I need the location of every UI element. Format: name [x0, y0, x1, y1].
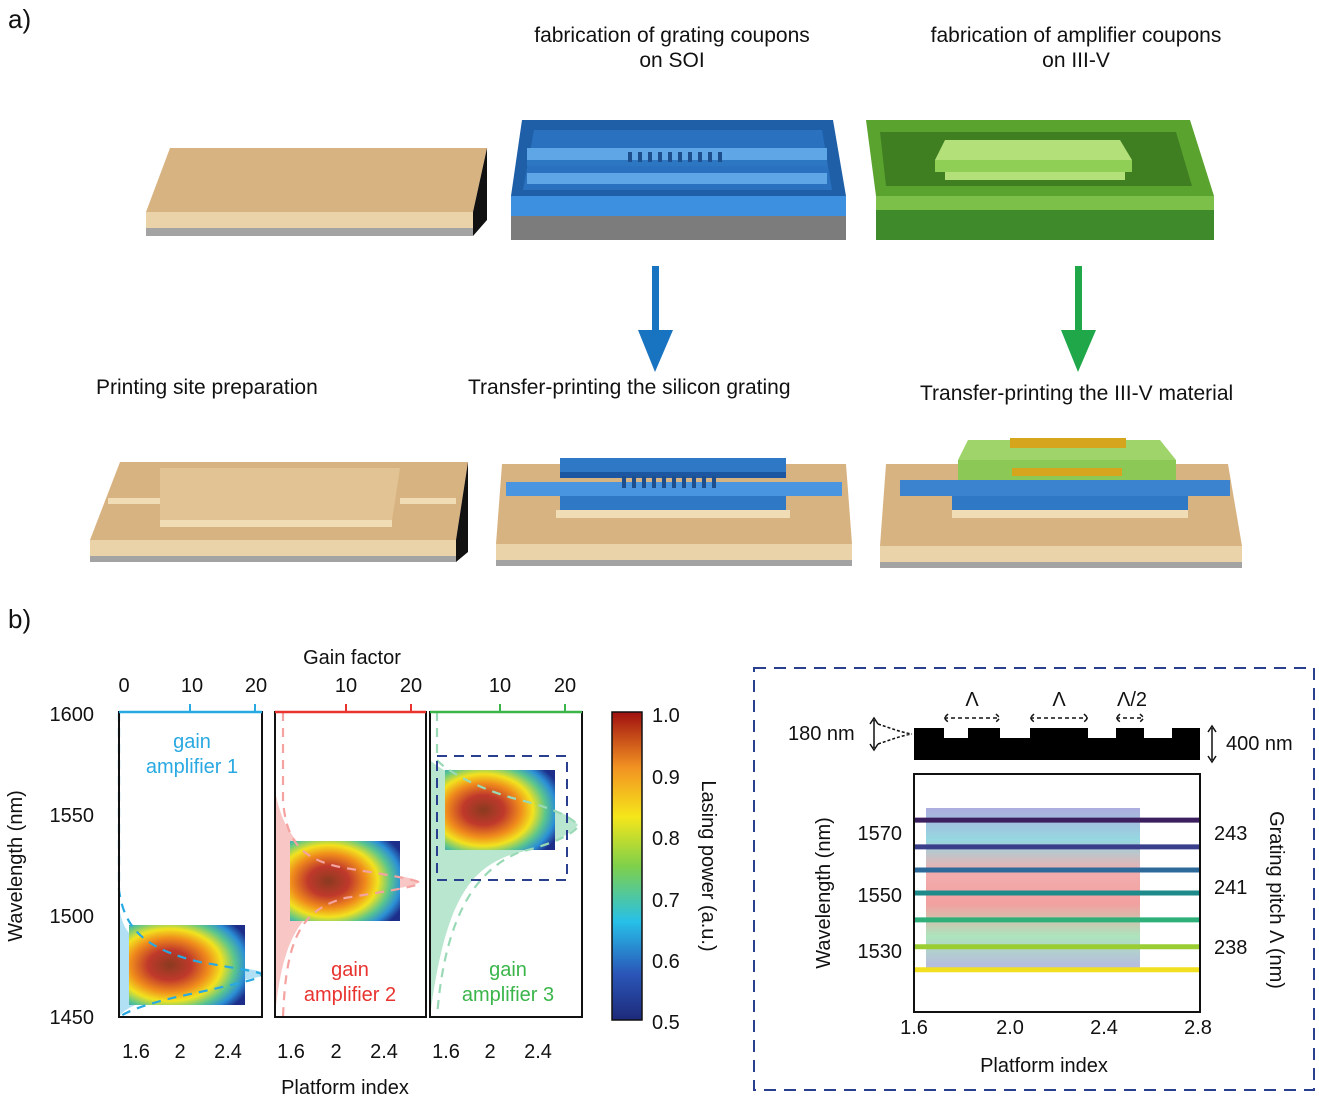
gain-amp-1-line1: gain [173, 731, 211, 753]
x-tick-2-1.6: 1.6 [277, 1041, 305, 1063]
grating-title-line2: on SOI [639, 49, 704, 72]
cb-tick-0.8: 0.8 [652, 828, 680, 850]
x-tick-1-1.6: 1.6 [122, 1041, 150, 1063]
inset-right-tick-243: 243 [1214, 823, 1247, 845]
colorbar-label: Lasing power (a.u.) [697, 780, 719, 951]
pitch-label-3: Λ/2 [1117, 689, 1147, 711]
y-tick-1600: 1600 [50, 704, 95, 726]
dim-180nm: 180 nm [788, 723, 855, 745]
grating-title-line1: fabrication of grating coupons [534, 24, 810, 47]
cb-tick-1.0: 1.0 [652, 705, 680, 727]
gain-factor-label: Gain factor [303, 647, 401, 669]
inset-y-tick-1550: 1550 [858, 885, 903, 907]
step-site-label: Printing site preparation [96, 376, 318, 399]
inset-x-tick-2.8: 2.8 [1184, 1017, 1212, 1039]
top-tick-3-10: 10 [489, 675, 511, 697]
inset-y-label: Wavelength (nm) [813, 817, 835, 969]
inset-y-tick-1570: 1570 [858, 823, 903, 845]
x-axis-label-b: Platform index [281, 1077, 409, 1099]
cb-tick-0.9: 0.9 [652, 767, 680, 789]
cb-tick-0.7: 0.7 [652, 890, 680, 912]
inset-right-tick-238: 238 [1214, 937, 1247, 959]
step-iiiv-label: Transfer-printing the III-V material [920, 382, 1233, 405]
gain-amp-1-line2: amplifier 1 [146, 756, 238, 778]
arrow-down-green-icon [1061, 266, 1096, 372]
soi-grating-teeth [628, 152, 722, 162]
y-tick-1550: 1550 [50, 805, 95, 827]
subplot-amplifier-2: gain amplifier 2 10 20 1.6 2 2.4 [274, 675, 427, 1063]
top-tick-2-20: 20 [400, 675, 422, 697]
x-tick-3-2: 2 [484, 1041, 495, 1063]
inset-y2-label: Grating pitch Λ (nm) [1265, 811, 1287, 989]
colorbar: 1.0 0.9 0.8 0.7 0.6 0.5 Lasing power (a.… [611, 705, 719, 1034]
y-axis-label: Wavelength (nm) [5, 790, 27, 942]
step-silicon-label: Transfer-printing the silicon grating [468, 376, 791, 399]
x-tick-3-2.4: 2.4 [524, 1041, 552, 1063]
dim-400nm: 400 nm [1226, 733, 1293, 755]
inset-right-tick-241: 241 [1214, 877, 1247, 899]
y-tick-1500: 1500 [50, 906, 95, 928]
top-tick-1-10: 10 [181, 675, 203, 697]
top-tick-2-10: 10 [335, 675, 357, 697]
top-tick-1-0: 0 [118, 675, 129, 697]
cb-tick-0.5: 0.5 [652, 1012, 680, 1034]
gain-amp-2-line1: gain [331, 959, 369, 981]
subplot-amplifier-3: gain amplifier 3 10 20 1.6 2 2.4 [429, 675, 583, 1063]
iiiv-amplifier-block [866, 120, 1214, 240]
x-tick-1-2.4: 2.4 [214, 1041, 242, 1063]
inset-x-label: Platform index [980, 1055, 1108, 1077]
x-tick-2-2: 2 [330, 1041, 341, 1063]
inset-x-tick-1.6: 1.6 [900, 1017, 928, 1039]
substrate-block [146, 148, 487, 236]
x-tick-3-1.6: 1.6 [432, 1041, 460, 1063]
iiiv-printed-block [880, 438, 1242, 568]
amplifier-title-line1: fabrication of amplifier coupons [931, 24, 1222, 47]
top-tick-1-20: 20 [245, 675, 267, 697]
cb-tick-0.6: 0.6 [652, 951, 680, 973]
soi-grating-block [511, 120, 846, 240]
x-tick-2-2.4: 2.4 [370, 1041, 398, 1063]
gain-amp-2-line2: amplifier 2 [304, 984, 396, 1006]
top-tick-3-20: 20 [554, 675, 576, 697]
panel-a-label: a) [8, 4, 31, 34]
inset-wavelength-lines [914, 817, 1200, 973]
panel-b-label: b) [8, 604, 31, 634]
inset-x-tick-2.0: 2.0 [996, 1017, 1024, 1039]
silicon-grating-teeth [622, 476, 716, 488]
inset-panel: 180 nm 400 nm Λ Λ Λ/2 1570 1550 1530 Wav… [753, 667, 1315, 1091]
pitch-label-2: Λ [1052, 689, 1066, 711]
gain-amp-3-line1: gain [489, 959, 527, 981]
subplot-amplifier-1: gain amplifier 1 0 10 20 1.6 2 2.4 [117, 675, 267, 1063]
silicon-printed-block [496, 458, 852, 566]
inset-x-tick-2.4: 2.4 [1090, 1017, 1118, 1039]
y-tick-1450: 1450 [50, 1007, 95, 1029]
gain-amp-3-line2: amplifier 3 [462, 984, 554, 1006]
inset-y-tick-1530: 1530 [858, 941, 903, 963]
printing-site-block [90, 462, 468, 562]
amplifier-title-line2: on III-V [1042, 49, 1110, 72]
x-tick-1-2: 2 [174, 1041, 185, 1063]
arrow-down-blue-icon [638, 266, 673, 372]
pitch-label-1: Λ [965, 689, 979, 711]
